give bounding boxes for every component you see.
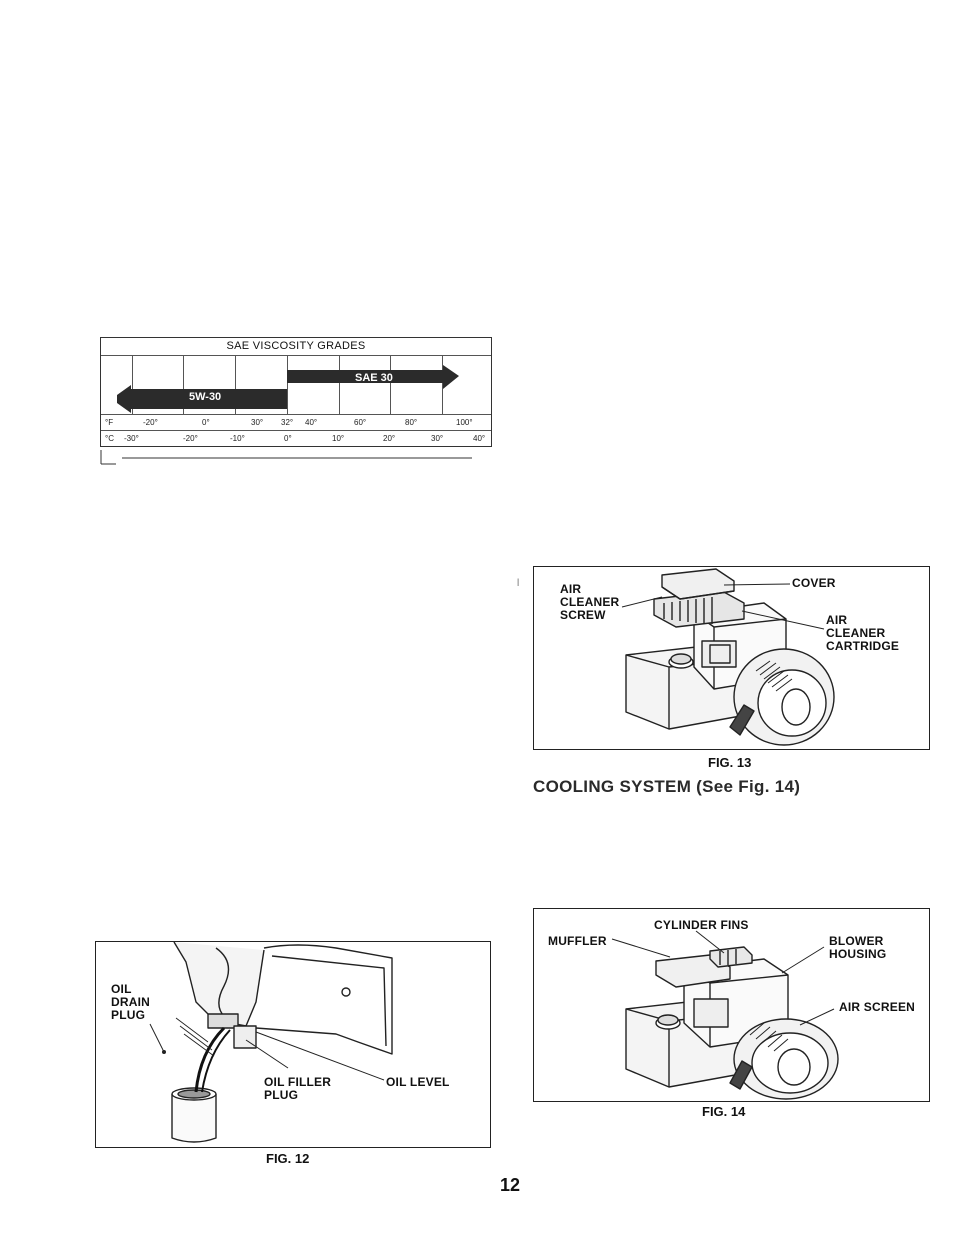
arrow-label-sae30: SAE 30 [355,372,393,384]
fig12-frame: OIL DRAIN PLUG OIL FILLER PLUG OIL LEVEL [95,941,491,1148]
label-oil-filler-plug: OIL FILLER PLUG [264,1076,331,1102]
f-tick: 32° [281,418,293,427]
label-oil-drain-plug: OIL DRAIN PLUG [111,983,150,1022]
f-tick: 30° [251,418,263,427]
label-air-cleaner-screw: AIR CLEANER SCREW [560,583,619,622]
fahrenheit-unit: °F [105,418,113,427]
viscosity-arrows [101,355,491,414]
f-tick: 100° [456,418,473,427]
page-number: 12 [500,1175,520,1196]
cooling-system-heading: COOLING SYSTEM (See Fig. 14) [533,777,800,797]
c-tick: -10° [230,434,245,443]
oil-drain-illustration [96,942,489,1146]
chart-divider [101,430,491,431]
fig14-caption: FIG. 14 [702,1104,745,1119]
f-tick: 0° [202,418,210,427]
c-tick: 10° [332,434,344,443]
fig12-caption: FIG. 12 [266,1151,309,1166]
c-tick: 20° [383,434,395,443]
c-tick: 0° [284,434,292,443]
arrow-label-5w30: 5W-30 [189,391,221,403]
margin-mark: l [517,578,519,589]
f-tick: 60° [354,418,366,427]
fig13-frame: AIR CLEANER SCREW COVER AIR CLEANER CART… [533,566,930,750]
c-tick: -30° [124,434,139,443]
f-tick: 80° [405,418,417,427]
c-tick: 40° [473,434,485,443]
label-cylinder-fins: CYLINDER FINS [654,919,749,932]
label-cover: COVER [792,577,836,590]
celsius-unit: °C [105,434,114,443]
chart-baseline [100,450,480,466]
c-tick: 30° [431,434,443,443]
viscosity-chart-title: SAE VISCOSITY GRADES [101,340,491,352]
chart-divider [101,414,491,415]
label-air-cleaner-cartridge: AIR CLEANER CARTRIDGE [826,614,899,653]
c-tick: -20° [183,434,198,443]
viscosity-chart: SAE VISCOSITY GRADES 5W-30 SAE 30 °F -20… [100,337,492,447]
label-muffler: MUFFLER [548,935,607,948]
f-tick: -20° [143,418,158,427]
label-blower-housing: BLOWER HOUSING [829,935,886,961]
label-air-screen: AIR SCREEN [839,1001,915,1014]
label-oil-level: OIL LEVEL [386,1076,450,1089]
f-tick: 40° [305,418,317,427]
fig14-frame: MUFFLER CYLINDER FINS BLOWER HOUSING AIR… [533,908,930,1102]
fig13-caption: FIG. 13 [708,755,751,770]
